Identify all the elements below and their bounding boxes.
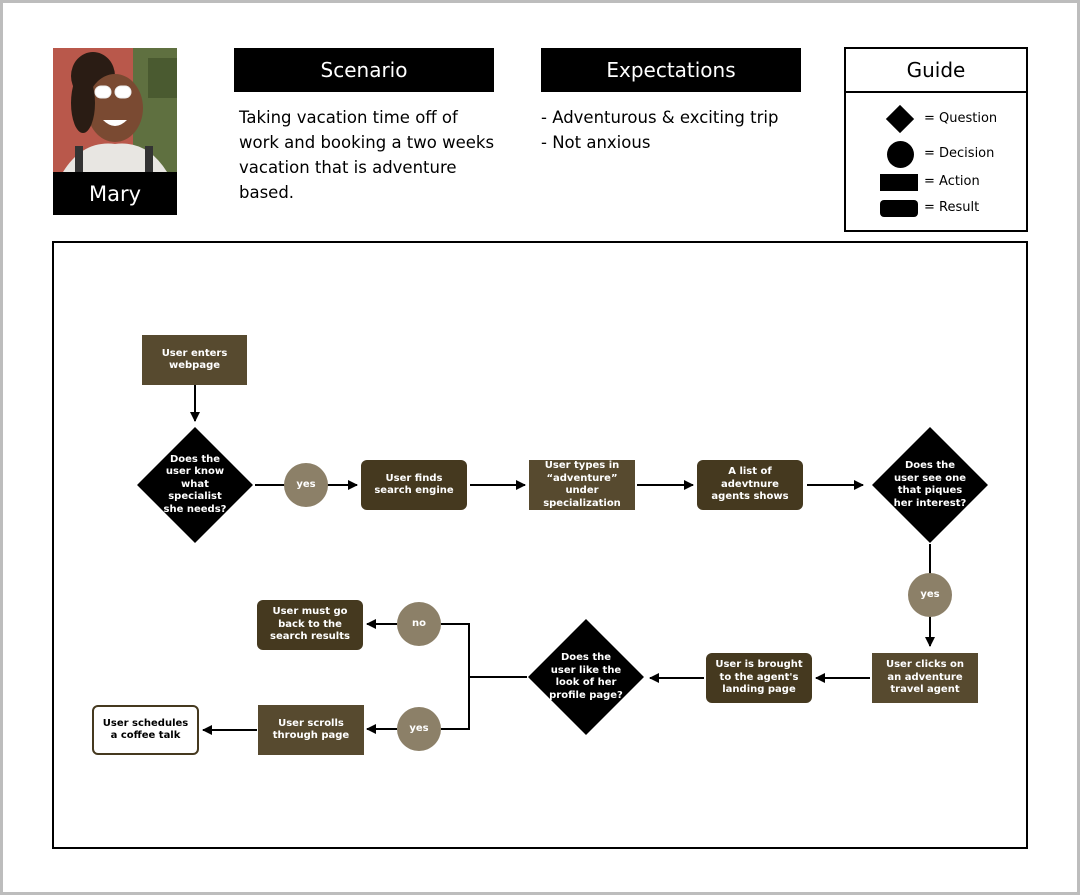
- scenario-header: Scenario: [234, 48, 494, 92]
- result-node-landing-page: User is brought to the agent's landing p…: [706, 653, 812, 703]
- expectations-header: Expectations: [541, 48, 801, 92]
- guide-decision-label: = Decision: [924, 146, 995, 161]
- action-node-scroll-page: User scrolls through page: [258, 705, 364, 755]
- scenario-line: work and booking a two weeks: [239, 133, 495, 152]
- decision-yes-3: yes: [397, 707, 441, 751]
- decision-yes-1: yes: [284, 463, 328, 507]
- question-text-3: Does the user like the look of her profi…: [549, 652, 623, 701]
- guide-action-label: = Action: [924, 174, 980, 189]
- expectations-text: - Adventurous & exciting trip - Not anxi…: [541, 105, 821, 155]
- scenario-line: based.: [239, 183, 295, 202]
- scenario-text: Taking vacation time off of work and boo…: [239, 105, 509, 205]
- guide-title: Guide: [846, 49, 1026, 93]
- result-node-back-to-search: User must go back to the search results: [257, 600, 363, 650]
- question-text-2: Does the user see one that piques her in…: [893, 460, 967, 509]
- result-node-search-engine: User finds search engine: [361, 460, 467, 510]
- expectation-line: - Adventurous & exciting trip: [541, 108, 779, 127]
- decision-no: no: [397, 602, 441, 646]
- end-result-node-coffee-talk: User schedules a coffee talk: [92, 705, 199, 755]
- action-node-click-agent: User clicks on an adventure travel agent: [872, 653, 978, 703]
- scenario-line: Taking vacation time off of: [239, 108, 458, 127]
- action-node-type-adventure: User types in “adventure” under speciali…: [529, 460, 635, 510]
- result-node-agent-list: A list of adevtnure agents shows: [697, 460, 803, 510]
- question-text-1: Does the user know what specialist she n…: [163, 453, 227, 515]
- persona-photo: [53, 48, 177, 172]
- guide-result-label: = Result: [924, 200, 980, 215]
- start-action-node: User enters webpage: [142, 335, 247, 385]
- decision-circle-icon: [887, 141, 914, 168]
- action-rect-icon: [880, 174, 918, 191]
- guide-question-label: = Question: [924, 111, 998, 126]
- scenario-line: vacation that is adventure: [239, 158, 457, 177]
- result-rounded-rect-icon: [880, 200, 918, 217]
- guide-legend: Guide = Question = Decision = Action = R…: [844, 47, 1028, 232]
- expectation-line: - Not anxious: [541, 133, 651, 152]
- decision-yes-2: yes: [908, 573, 952, 617]
- user-flow-diagram: [52, 241, 1028, 849]
- persona-name: Mary: [53, 172, 177, 215]
